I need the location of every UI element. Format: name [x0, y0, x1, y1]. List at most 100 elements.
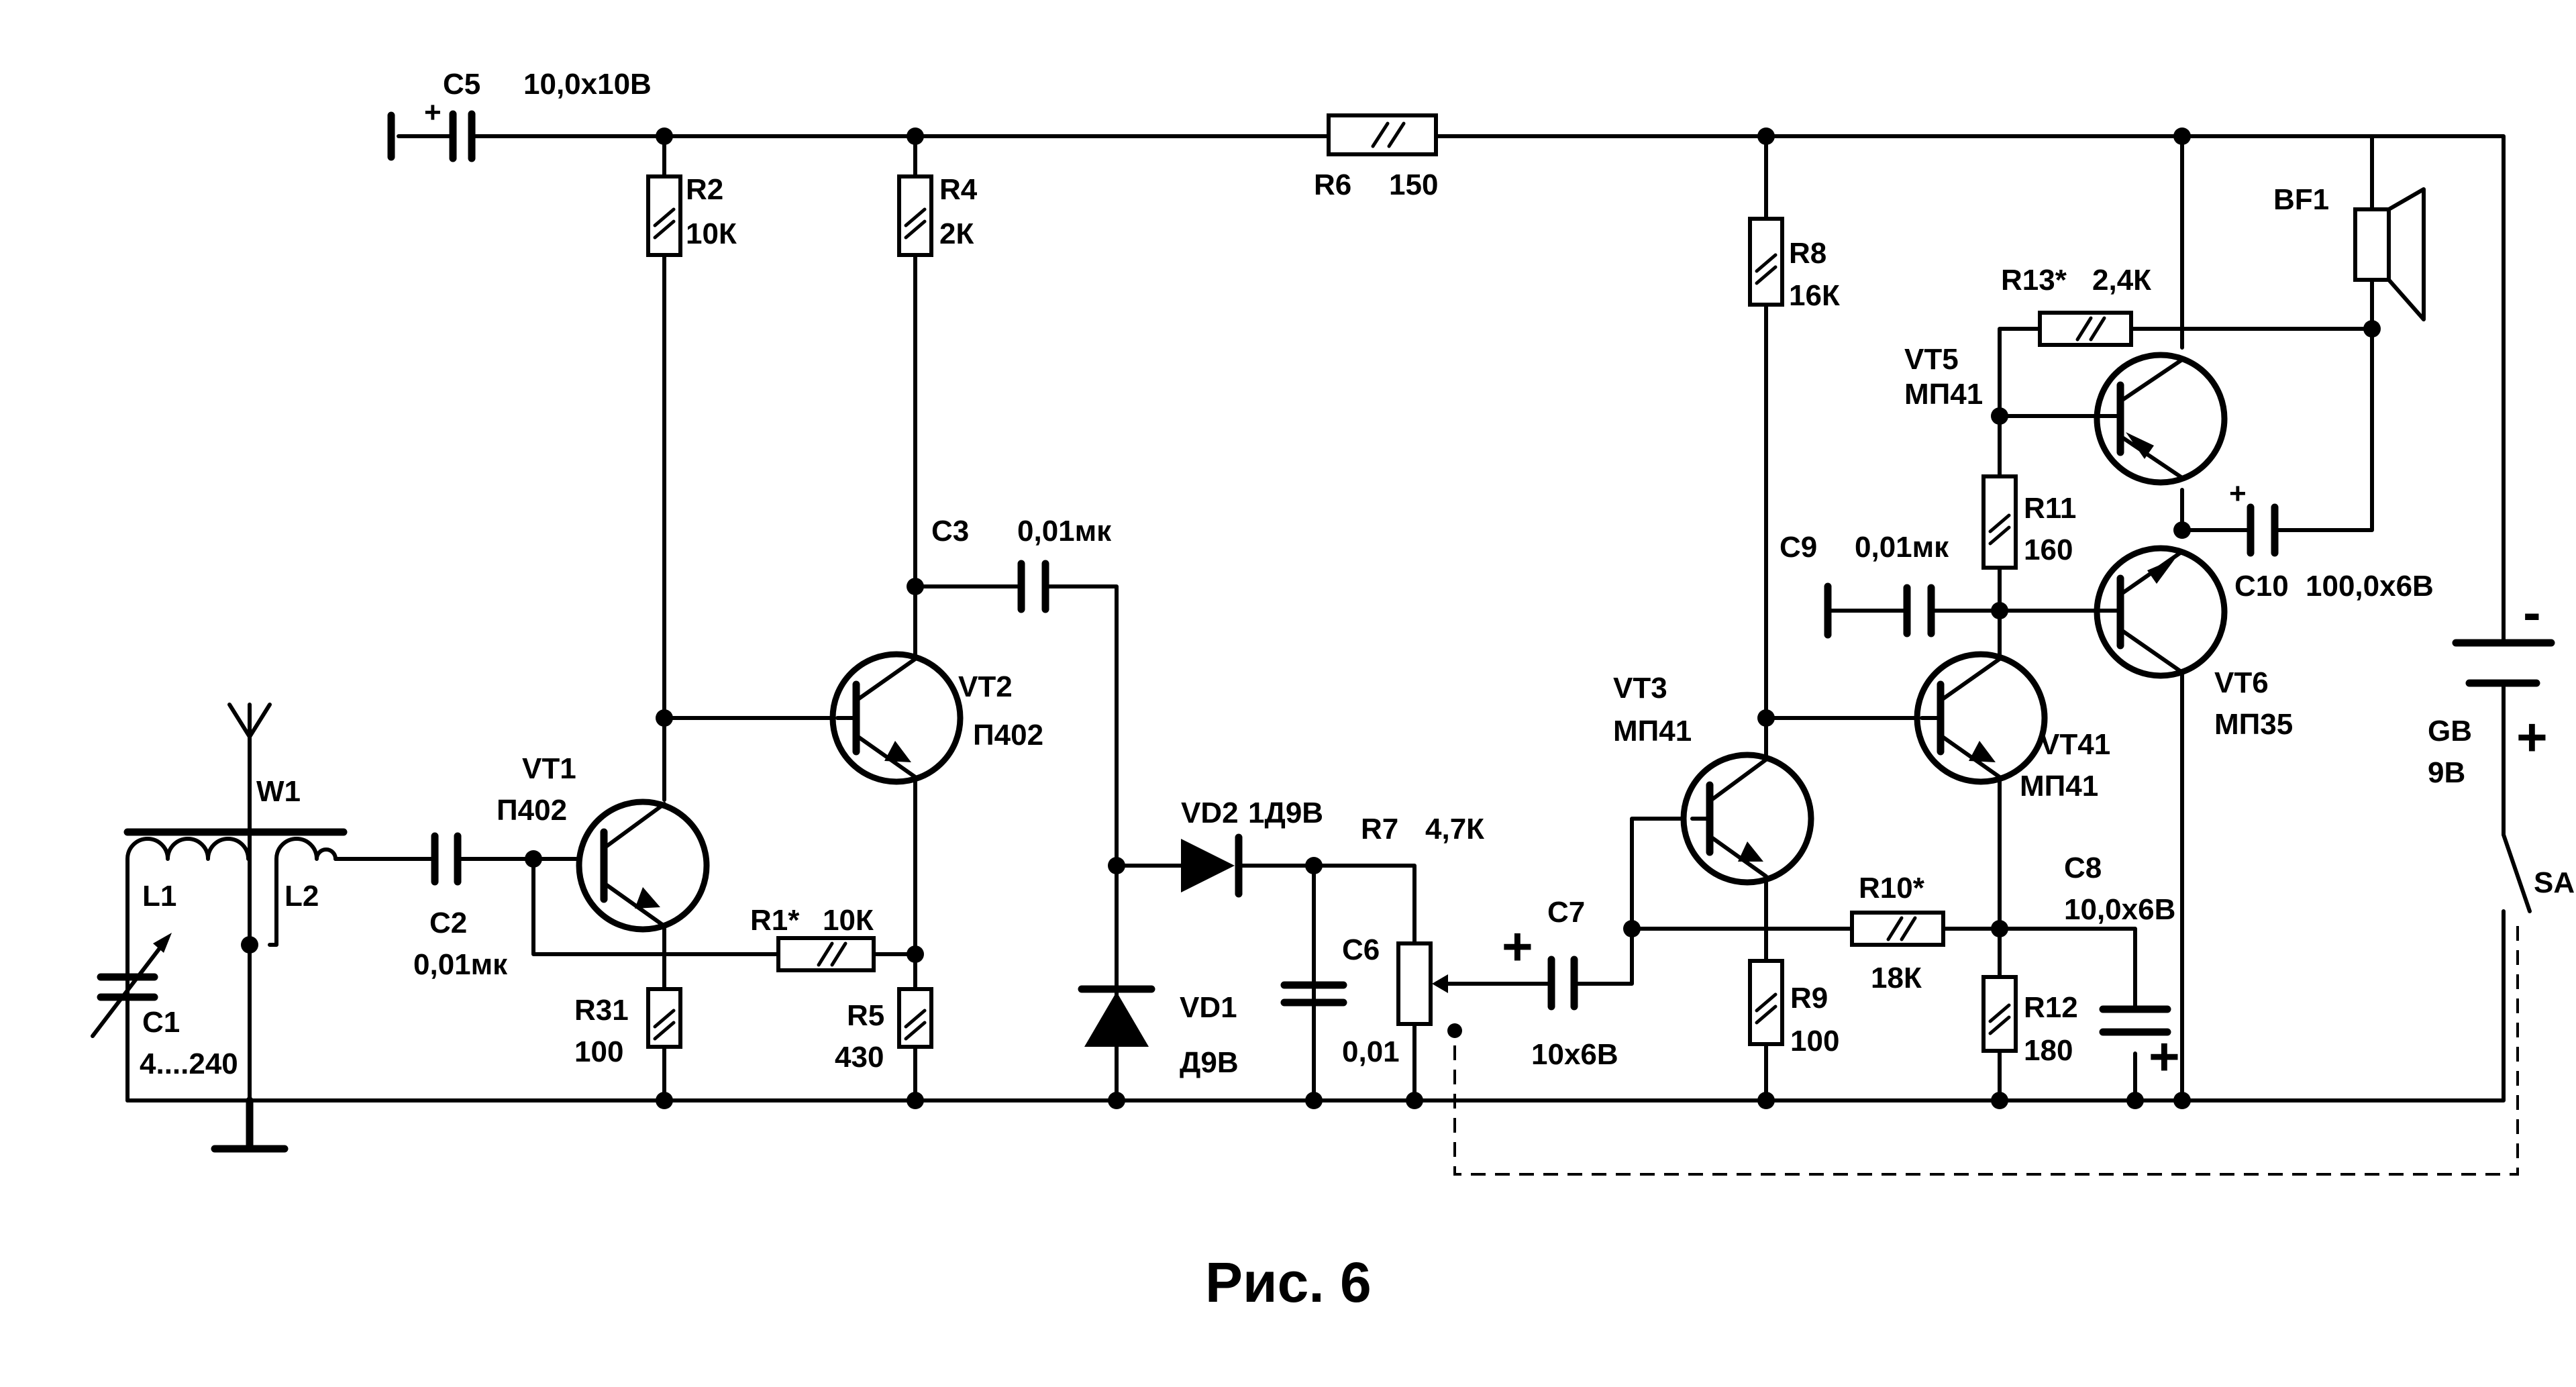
- vt4-body: [1914, 651, 2048, 785]
- r7-body: [1396, 941, 1433, 1026]
- junction-dot: [907, 578, 924, 595]
- wire-c7-out: [1574, 927, 1634, 986]
- r5-value: 430: [835, 1041, 884, 1074]
- capacitor-c8: + C8 10,0х6В: [2064, 852, 2180, 1086]
- r1-label: R1*: [750, 904, 800, 937]
- vd2-value: 1Д9В: [1248, 797, 1323, 829]
- figure-caption: Рис. 6: [1205, 1251, 1372, 1314]
- vt6-label: VT6: [2214, 666, 2269, 699]
- c7-plate: [1547, 956, 1578, 1011]
- vt6-value: МП35: [2214, 708, 2293, 741]
- junction-dot: [656, 709, 673, 727]
- l1-coil: [125, 837, 250, 861]
- c1-plate: [97, 973, 158, 1001]
- vt3-label: VT3: [1613, 672, 1667, 705]
- r4-label: R4: [939, 173, 978, 206]
- r6-body: [1327, 113, 1438, 156]
- c10-polarity: +: [2229, 477, 2247, 510]
- c10-plate: [2247, 503, 2279, 557]
- r5-slash: [904, 1009, 927, 1041]
- diode-vd2: VD2 1Д9В: [1181, 797, 1323, 898]
- junction-dot: [1991, 407, 2008, 425]
- junction-dot: [907, 1092, 924, 1109]
- bf1-label: BF1: [2273, 183, 2329, 216]
- junction-dot: [1991, 602, 2008, 619]
- junction-dot: [1406, 1092, 1423, 1109]
- gb-label: GB: [2428, 715, 2472, 748]
- resistor-r8: R8 16К: [1748, 217, 1840, 312]
- r13-value: 2,4К: [2092, 264, 2151, 297]
- bf1-magnet: [2353, 207, 2391, 282]
- resistor-r31: R31 100: [574, 987, 682, 1068]
- resistor-r2: R2 10К: [646, 173, 737, 257]
- wire-l2-right: [268, 857, 278, 947]
- vt3-arrow: [1738, 841, 1763, 862]
- ground-icon: [211, 1096, 289, 1153]
- r7-value: 4,7К: [1425, 813, 1484, 845]
- vt4-value: МП41: [2020, 770, 2098, 803]
- junction-dot: [1991, 920, 2008, 937]
- wire-r13-right: [2129, 268, 2374, 331]
- vt3-body: [1680, 752, 1814, 886]
- r13-label: R13*: [2001, 264, 2067, 297]
- vt2-arrow: [884, 741, 911, 762]
- c8-label: C8: [2064, 852, 2102, 884]
- junction-dot: [525, 850, 542, 868]
- sa-lever: [2502, 833, 2532, 913]
- junction-dot: [2173, 1092, 2191, 1109]
- r8-slash: [1755, 253, 1778, 285]
- capacitor-c2: C2 0,01мк: [413, 832, 508, 981]
- r11-slash: [1988, 513, 2011, 546]
- c9-label: C9: [1780, 531, 1817, 564]
- r6-label: R6: [1314, 168, 1351, 201]
- wire-vt5-base: [1998, 327, 2089, 418]
- r31-value: 100: [574, 1035, 623, 1068]
- c8-plate: [2099, 1005, 2171, 1036]
- vd1-triangle: [1084, 992, 1149, 1047]
- resistor-r1: R1* 10К: [750, 904, 876, 972]
- c10-label: C10: [2234, 570, 2289, 603]
- transistor-vt1: VT1 П402: [497, 752, 710, 933]
- r6-value: 150: [1389, 168, 1438, 201]
- r13-body: [2038, 311, 2133, 347]
- c9-value: 0,01мк: [1855, 531, 1949, 564]
- r7-wiper-arrow: [1432, 974, 1448, 993]
- r10-label: R10*: [1859, 872, 1925, 905]
- r2-label: R2: [686, 173, 723, 206]
- r12-body: [1981, 975, 2018, 1053]
- r4-body: [897, 174, 933, 257]
- r9-slash: [1755, 992, 1778, 1025]
- junction-dot: [1757, 127, 1775, 145]
- vt4-arrow: [1969, 741, 1996, 762]
- junction-dot: [656, 1092, 673, 1109]
- r31-slash: [653, 1009, 676, 1041]
- wire-top-rail-right: [1434, 134, 2506, 645]
- c6-plate: [1280, 981, 1347, 1007]
- c2-plate: [431, 832, 462, 886]
- capacitor-c9: C9 0,01мк: [1780, 531, 1949, 639]
- capacitor-c10: + C10 100,0х6В: [2229, 477, 2434, 603]
- c5-plate: [449, 110, 476, 162]
- gb-value: 9В: [2428, 756, 2465, 789]
- r8-label: R8: [1789, 237, 1826, 270]
- antenna-coil-w1: W1 L1 L2: [123, 775, 348, 913]
- c8-polarity: +: [2149, 1027, 2180, 1086]
- wire-vt4-collector: [1998, 609, 2045, 665]
- c3-plate: [1017, 560, 1049, 613]
- r11-label: R11: [2024, 492, 2076, 525]
- c9-plate: [1903, 584, 1935, 637]
- switch-sa: SA: [2502, 833, 2575, 913]
- vt5-value: МП41: [1904, 378, 1983, 411]
- vt5-arrow: [2126, 432, 2154, 459]
- c1-value: 4....240: [140, 1047, 238, 1080]
- diode-vd1: VD1 Д9В: [1078, 985, 1239, 1079]
- vd2-label: VD2: [1181, 797, 1239, 829]
- vt5-body: [2094, 352, 2228, 486]
- resistor-r6: R6 150: [1314, 113, 1438, 201]
- c5-label: C5: [443, 68, 480, 101]
- c1-variable-arrow: [91, 937, 168, 1038]
- r9-label: R9: [1790, 982, 1828, 1015]
- capacitor-c5: + C5 10,0х10В: [387, 68, 652, 162]
- junction-dot: [1623, 920, 1641, 937]
